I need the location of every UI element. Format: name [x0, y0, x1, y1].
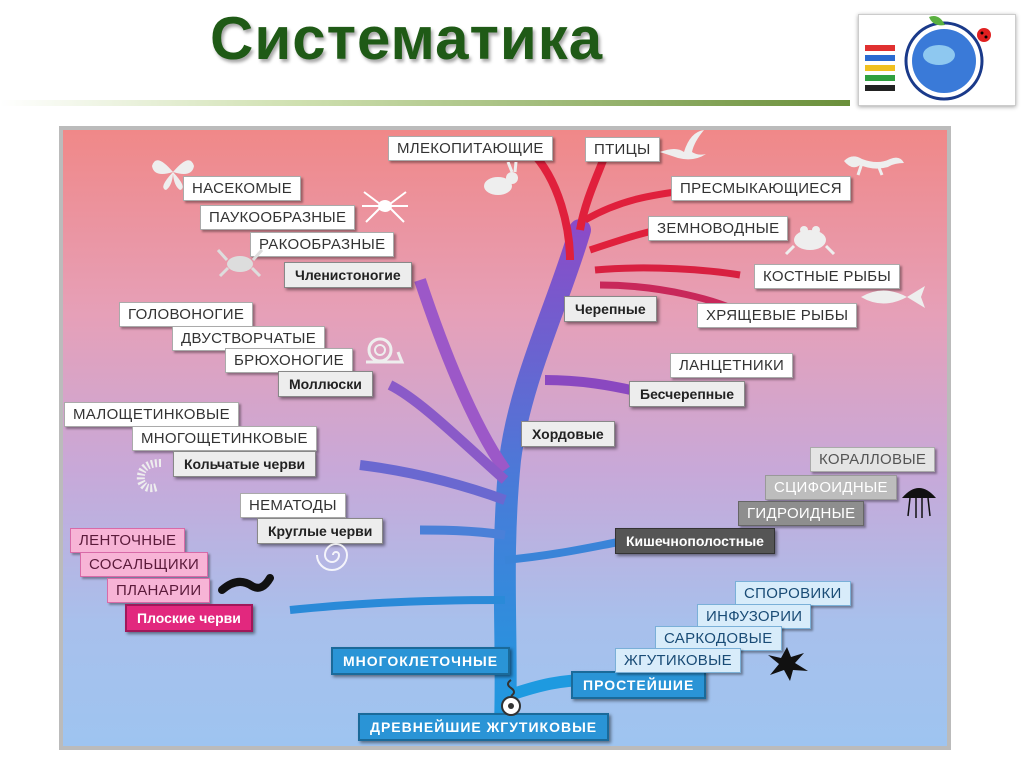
label-molluscs: Моллюски: [278, 371, 373, 397]
label-protozoa: ПРОСТЕЙШИЕ: [571, 671, 707, 699]
label-craniata: Черепные: [564, 296, 657, 322]
branch-roundworms: [419, 525, 506, 540]
spider-icon: [362, 191, 408, 223]
label-nematodes: НЕМАТОДЫ: [240, 493, 346, 518]
label-crustaceans: РАКООБРАЗНЫЕ: [250, 232, 395, 257]
label-corals: КОРАЛЛОВЫЕ: [810, 447, 936, 472]
label-planarians: ПЛАНАРИИ: [107, 578, 211, 603]
label-annelids: Кольчатые черви: [173, 451, 317, 477]
nematode-icon: [316, 543, 349, 571]
label-gastropods: БРЮХОНОГИЕ: [225, 348, 353, 373]
label-chordates: Хордовые: [521, 421, 615, 447]
branch-flatworms: [289, 596, 506, 614]
label-mammals: МЛЕКОПИТАЮЩИЕ: [388, 136, 553, 161]
label-insects: НАСЕКОМЫЕ: [183, 176, 302, 201]
label-arachnids: ПАУКООБРАЗНЫЕ: [200, 205, 356, 230]
label-amphibians: ЗЕМНОВОДНЫЕ: [648, 216, 789, 241]
label-flatworms: Плоские черви: [125, 604, 253, 632]
label-roundworms: Круглые черви: [257, 518, 384, 544]
label-scyphozoa: СЦИФОИДНЫЕ: [765, 475, 897, 500]
label-bony-fish: КОСТНЫЕ РЫБЫ: [754, 264, 901, 289]
label-oligochaeta: МАЛОЩЕТИНКОВЫЕ: [64, 402, 239, 427]
title-underline: [0, 100, 850, 106]
label-cartilaginous-fish: ХРЯЩЕВЫЕ РЫБЫ: [697, 303, 858, 328]
label-arthropods: Членистоногие: [284, 262, 412, 288]
branch-craniata: [527, 147, 574, 261]
butterfly-icon: [152, 160, 194, 190]
label-polychaeta: МНОГОЩЕТИНКОВЫЕ: [132, 426, 317, 451]
fish-icon: [861, 286, 925, 308]
label-bivalves: ДВУСТВОРЧАТЫЕ: [172, 326, 326, 351]
branch-annelids: [359, 460, 507, 505]
lizard-icon: [844, 156, 904, 176]
snail-icon: [366, 337, 405, 364]
label-ciliates: ИНФУЗОРИИ: [697, 604, 812, 629]
page-title: Систематика: [210, 5, 604, 72]
label-coelenterates: Кишечнополостные: [615, 528, 775, 554]
label-hydrozoa: ГИДРОИДНЫЕ: [738, 501, 865, 526]
label-reptiles: ПРЕСМЫКАЮЩИЕСЯ: [671, 176, 851, 201]
flagellate-icon: [501, 679, 521, 716]
label-flagellates: ЖГУТИКОВЫЕ: [615, 648, 741, 673]
label-tapeworms: ЛЕНТОЧНЫЕ: [70, 528, 186, 553]
branch-arthropods: [414, 278, 510, 474]
bird-icon: [660, 130, 706, 160]
crab-icon: [216, 248, 264, 278]
annelid-icon: [136, 459, 162, 493]
logo: [858, 14, 1016, 106]
branch-acrania: [544, 375, 642, 397]
branch-molluscs: [387, 380, 509, 484]
jellyfish-icon: [902, 488, 936, 518]
amoeba-icon: [768, 647, 808, 681]
planarian-icon: [218, 574, 274, 594]
earth-logo-icon: [865, 16, 991, 101]
label-acrania: Бесчерепные: [629, 381, 745, 407]
label-ancient-flagellates: ДРЕВНЕЙШИЕ ЖГУТИКОВЫЕ: [358, 713, 610, 741]
label-cephalopods: ГОЛОВОНОГИЕ: [119, 302, 254, 327]
label-multicellular: МНОГОКЛЕТОЧНЫЕ: [331, 647, 511, 675]
rabbit-icon: [484, 162, 518, 195]
label-birds: ПТИЦЫ: [585, 137, 660, 162]
label-sporozoa: СПОРОВИКИ: [735, 581, 851, 606]
label-flukes: СОСАЛЬЩИКИ: [80, 552, 209, 577]
frog-icon: [784, 226, 836, 256]
label-lancelets: ЛАНЦЕТНИКИ: [670, 353, 794, 378]
branch-coelenterates: [504, 536, 631, 564]
